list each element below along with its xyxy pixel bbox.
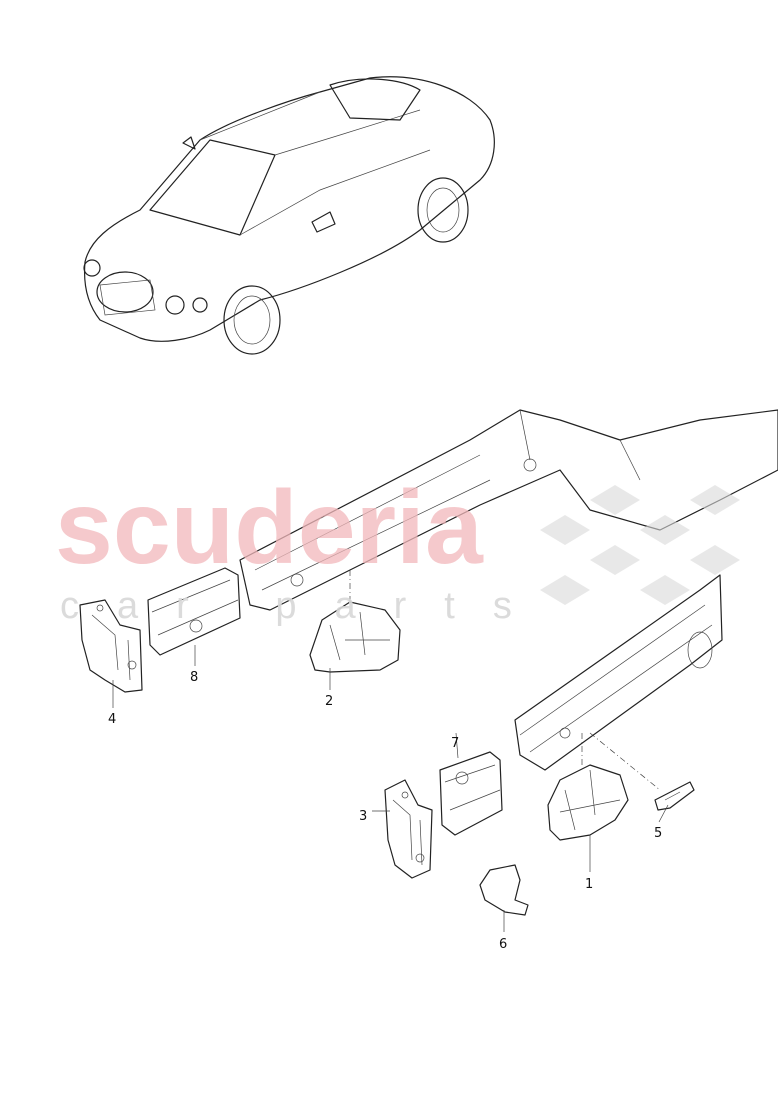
callout-1[interactable]: 1: [585, 877, 593, 892]
callouts: 1 2 3 4 5 6 7 8: [108, 670, 662, 952]
lower-frame-rail: [514, 574, 723, 771]
car-illustration: [83, 76, 495, 355]
part-6-clip: [479, 864, 529, 916]
part-8-rail-section: [147, 567, 241, 656]
part-2-housing: [309, 570, 401, 673]
part-3-bracket: [384, 779, 433, 879]
leader-lines: [112, 645, 669, 932]
callout-7[interactable]: 7: [451, 736, 459, 751]
callout-5[interactable]: 5: [654, 826, 662, 841]
callout-3[interactable]: 3: [359, 809, 367, 824]
callout-8[interactable]: 8: [190, 670, 198, 685]
callout-6[interactable]: 6: [499, 937, 507, 952]
callout-4[interactable]: 4: [108, 712, 116, 727]
watermark-brand: scuderia: [55, 470, 484, 586]
watermark-tagline: car parts: [60, 585, 550, 627]
part-4-bracket: [79, 599, 143, 693]
checkered-flag-watermark: [540, 485, 740, 605]
watermark: scuderia car parts: [55, 470, 740, 627]
callout-2[interactable]: 2: [325, 694, 333, 709]
part-7-rail-section: [439, 751, 503, 836]
part-1-housing: [547, 732, 661, 841]
part-5-clip: [654, 781, 695, 811]
